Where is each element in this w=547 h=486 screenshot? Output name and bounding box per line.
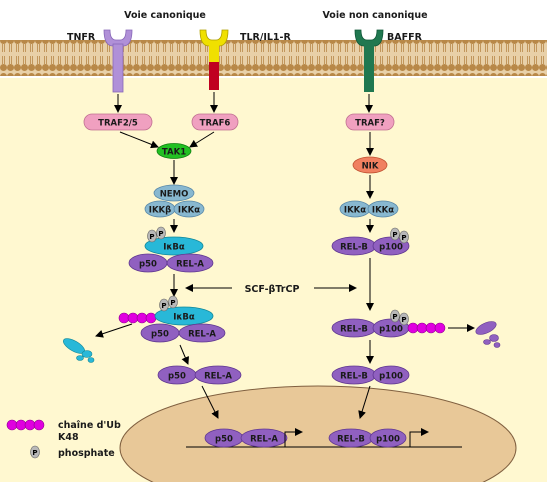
phosphate-icon: P [399, 230, 409, 244]
baffr-label: BAFFR [387, 32, 423, 43]
svg-text:IKKα: IKKα [344, 206, 366, 216]
tak1-node: TAK1 [156, 143, 192, 159]
tnfr-label: TNFR [67, 32, 96, 43]
svg-text:REL-A: REL-A [176, 260, 204, 270]
p50-rela-dimer: p50 REL-A [157, 365, 242, 385]
arrow-release-p50-rela [179, 344, 189, 365]
ubiquitin-chain [118, 312, 157, 324]
noncanonical-pathway-title: Voie non canonique [322, 10, 427, 21]
svg-text:p50: p50 [139, 260, 157, 270]
relb-p100-dimer: REL-B p100 [331, 365, 410, 385]
relb-p100-complex-phospho: REL-B p100 P P [331, 227, 410, 256]
svg-text:REL-B: REL-B [340, 243, 368, 253]
svg-text:TRAF?: TRAF? [355, 119, 385, 129]
ikka-dimer-noncanonical: IKKα IKKα [339, 200, 399, 218]
traf6-box: TRAF6 [191, 113, 239, 131]
svg-text:TAK1: TAK1 [162, 148, 186, 158]
svg-text:REL-B: REL-B [340, 325, 368, 335]
legend-k48-label: K48 [58, 432, 79, 443]
phosphate-icon: P [159, 298, 169, 312]
phosphate-icon: P [147, 229, 157, 243]
ubiquitinated-relb-p100-complex: REL-B p100 P P [331, 309, 446, 338]
svg-text:P: P [392, 313, 397, 321]
svg-text:P: P [161, 302, 166, 310]
svg-text:NEMO: NEMO [160, 190, 189, 200]
svg-text:p100: p100 [376, 435, 400, 445]
svg-text:p100: p100 [379, 372, 403, 382]
svg-text:REL-A: REL-A [188, 330, 216, 340]
nuclear-relb-p100: REL-B p100 [328, 428, 407, 448]
svg-text:P: P [32, 449, 37, 457]
phosphate-icon: P [156, 226, 166, 240]
tlr-label: TLR/IL1-R [240, 32, 291, 43]
svg-text:REL-B: REL-B [337, 435, 365, 445]
nucleus [119, 385, 517, 486]
ikk-complex-canonical: NEMO IKKβ IKKα [144, 184, 205, 218]
svg-text:REL-A: REL-A [250, 435, 278, 445]
svg-text:REL-A: REL-A [204, 372, 232, 382]
traf-unknown-box: TRAF? [345, 113, 395, 131]
canonical-pathway-title: Voie canonique [124, 10, 206, 21]
legend: chaîne d'Ub K48 P phosphate [6, 419, 121, 459]
svg-text:TRAF6: TRAF6 [200, 119, 231, 129]
arrow-traf25-tak1 [119, 131, 159, 149]
svg-text:P: P [170, 299, 175, 307]
transcription-start-arrow [284, 428, 303, 447]
svg-text:IKKβ: IKKβ [149, 206, 171, 216]
svg-text:REL-B: REL-B [340, 372, 368, 382]
extracellular-space [0, 0, 547, 40]
svg-text:IKKα: IKKα [178, 206, 200, 216]
svg-text:P: P [392, 231, 397, 239]
phosphate-icon: P [399, 312, 409, 326]
arrow-to-degradation-canonical [95, 323, 133, 338]
degraded-ikba-fragments [63, 338, 95, 363]
svg-text:P: P [401, 316, 406, 324]
transcription-start-arrow [409, 428, 429, 447]
phosphate-icon: P [390, 309, 400, 323]
svg-text:P: P [149, 233, 154, 241]
svg-text:IκBα: IκBα [173, 313, 195, 323]
svg-text:p50: p50 [168, 372, 186, 382]
svg-text:IKKα: IKKα [372, 206, 394, 216]
degraded-p100-fragments [475, 321, 501, 348]
svg-text:IκBα: IκBα [163, 243, 185, 253]
legend-ubiquitin-icon [6, 419, 45, 431]
phosphate-icon: P [390, 227, 400, 241]
svg-text:p50: p50 [151, 330, 169, 340]
svg-text:p100: p100 [379, 325, 403, 335]
svg-text:P: P [401, 234, 406, 242]
arrow-nuclear-import-noncanonical [358, 385, 371, 419]
svg-text:P: P [158, 230, 163, 238]
svg-text:NIK: NIK [362, 162, 379, 172]
nuclear-p50-rela: p50 REL-A [204, 428, 288, 448]
legend-phosphate-icon: P [30, 445, 40, 459]
arrow-traf6-tak1 [189, 131, 215, 148]
arrow-nuclear-import-canonical [201, 385, 219, 419]
traf25-box: TRAF2/5 [83, 113, 153, 131]
tlr-receptor [199, 29, 229, 90]
phosphate-icon: P [168, 295, 178, 309]
svg-text:p50: p50 [215, 435, 233, 445]
ubiquitinated-ikba-complex: IκBα P P p50 REL-A [118, 295, 226, 343]
ubiquitin-chain [407, 322, 446, 334]
scf-btrcp-label: SCF-βTrCP [245, 284, 300, 295]
legend-phosphate-label: phosphate [58, 448, 115, 459]
plasma-membrane [0, 40, 547, 76]
ikba-nfkb-complex-phospho: IκBα P P p50 REL-A [128, 226, 214, 273]
nik-node: NIK [352, 156, 388, 174]
baffr-receptor [354, 29, 384, 92]
svg-text:p100: p100 [379, 243, 403, 253]
tnfr-receptor [103, 29, 133, 93]
svg-text:TRAF2/5: TRAF2/5 [98, 119, 138, 129]
legend-ubiquitin-label: chaîne d'Ub [58, 420, 121, 431]
